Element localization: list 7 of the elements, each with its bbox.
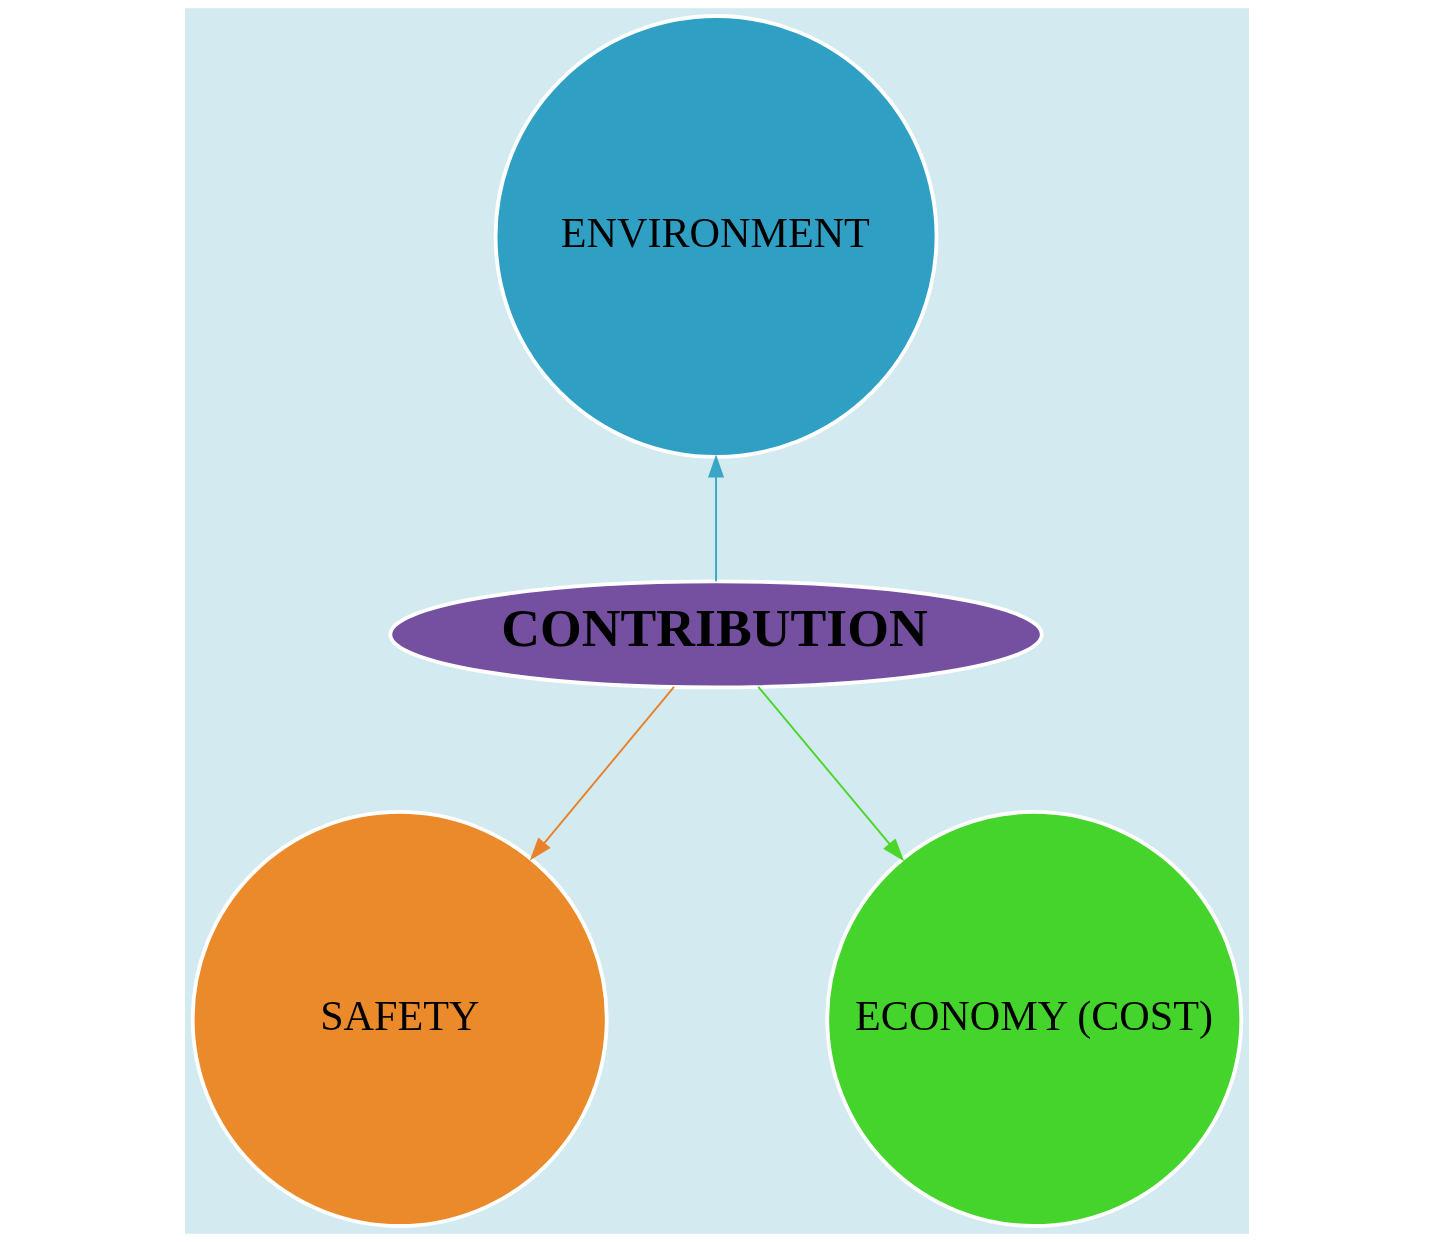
node-circle: ENVIRONMENT <box>493 14 938 459</box>
node-circle: SAFETY <box>190 810 609 1228</box>
node-ellipse: CONTRIBUTION <box>387 579 1044 690</box>
arrow <box>756 685 904 862</box>
arrow <box>529 685 675 861</box>
arrow <box>707 454 724 583</box>
node-circle: ECONOMY (COST) <box>824 810 1243 1228</box>
